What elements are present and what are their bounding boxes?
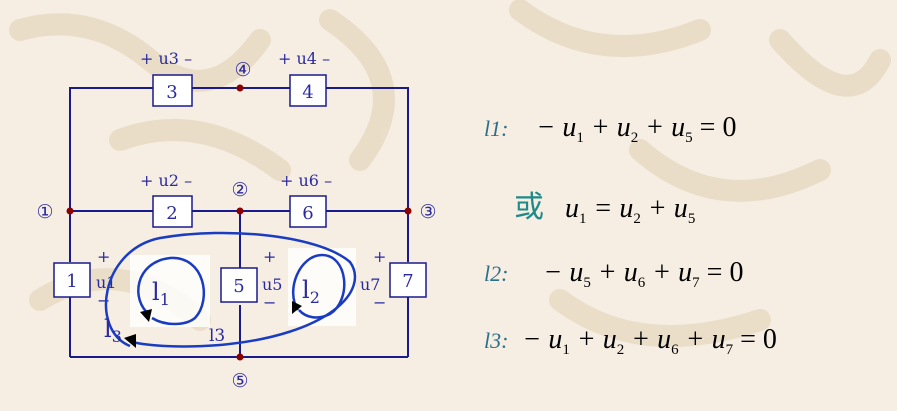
element-3-label: 3 — [166, 82, 177, 103]
voltage-u6-label: + u6 – — [280, 171, 332, 190]
u5-minus: − — [263, 293, 276, 312]
u1-plus: + — [97, 247, 110, 266]
u7-plus: + — [373, 247, 386, 266]
element-2-label: 2 — [166, 203, 177, 224]
loop-3-mid-label: l3 — [209, 326, 225, 346]
circuit-diagram: 3 4 2 6 1 5 7 ① ② ③ ④ ⑤ + u3 – + u4 – + … — [36, 49, 436, 392]
element-2-box — [152, 195, 193, 228]
loop-1-label: l1 — [152, 278, 170, 309]
equation-loop-3: l3: − u1 + u2 + u6 + u7 = 0 — [484, 324, 777, 358]
equation-3-label: l3: — [484, 328, 509, 353]
equation-alt-form: 或 u1 = u2 + u5 — [514, 190, 696, 227]
voltage-u7-label: u7 — [360, 275, 380, 294]
voltage-u5-label: u5 — [262, 275, 282, 294]
element-4-box — [289, 74, 327, 107]
element-4-label: 4 — [302, 82, 313, 103]
node-label-2: ② — [231, 179, 248, 201]
node-dot-5 — [236, 353, 244, 361]
node-dot-2 — [236, 207, 244, 215]
voltage-u2-label: + u2 – — [140, 171, 192, 190]
node-label-5: ⑤ — [231, 370, 248, 392]
element-7-box — [389, 262, 427, 298]
loop-3-label: l3 — [104, 315, 122, 346]
loop-1-arrow — [137, 256, 206, 326]
element-3-box — [152, 74, 193, 107]
loop-3-arrowhead — [124, 334, 136, 348]
loop-1-arrowhead — [140, 309, 152, 322]
loop-2-arrowhead — [292, 301, 302, 314]
element-1-label: 1 — [66, 271, 77, 292]
loop-2-label: l2 — [302, 276, 320, 307]
node-dot-4 — [236, 84, 244, 92]
node-dot-1 — [66, 207, 74, 215]
element-5-box — [220, 267, 258, 303]
element-1-box — [53, 262, 91, 298]
node-label-1: ① — [36, 201, 53, 223]
node-dot-3 — [404, 207, 412, 215]
equation-loop-2: l2: − u5 + u6 + u7 = 0 — [484, 257, 744, 291]
voltage-u4-label: + u4 – — [278, 49, 330, 68]
element-6-label: 6 — [302, 203, 313, 224]
element-7-label: 7 — [402, 271, 413, 292]
loop-3-arrow — [104, 231, 357, 348]
element-6-box — [289, 195, 327, 228]
u7-minus: − — [373, 293, 386, 312]
equation-1-label: l1: — [484, 116, 509, 141]
or-character: 或 — [514, 190, 544, 225]
node-label-3: ③ — [419, 201, 436, 223]
u1-minus: − — [97, 291, 110, 310]
node-label-4: ④ — [234, 59, 251, 81]
equation-2-label: l2: — [484, 261, 509, 286]
element-5-label: 5 — [233, 276, 244, 297]
voltage-u3-label: + u3 – — [140, 49, 192, 68]
equation-loop-1: l1: − u1 + u2 + u5 = 0 — [484, 112, 737, 146]
u5-plus: + — [263, 247, 276, 266]
loop-2-arrow — [292, 253, 346, 319]
